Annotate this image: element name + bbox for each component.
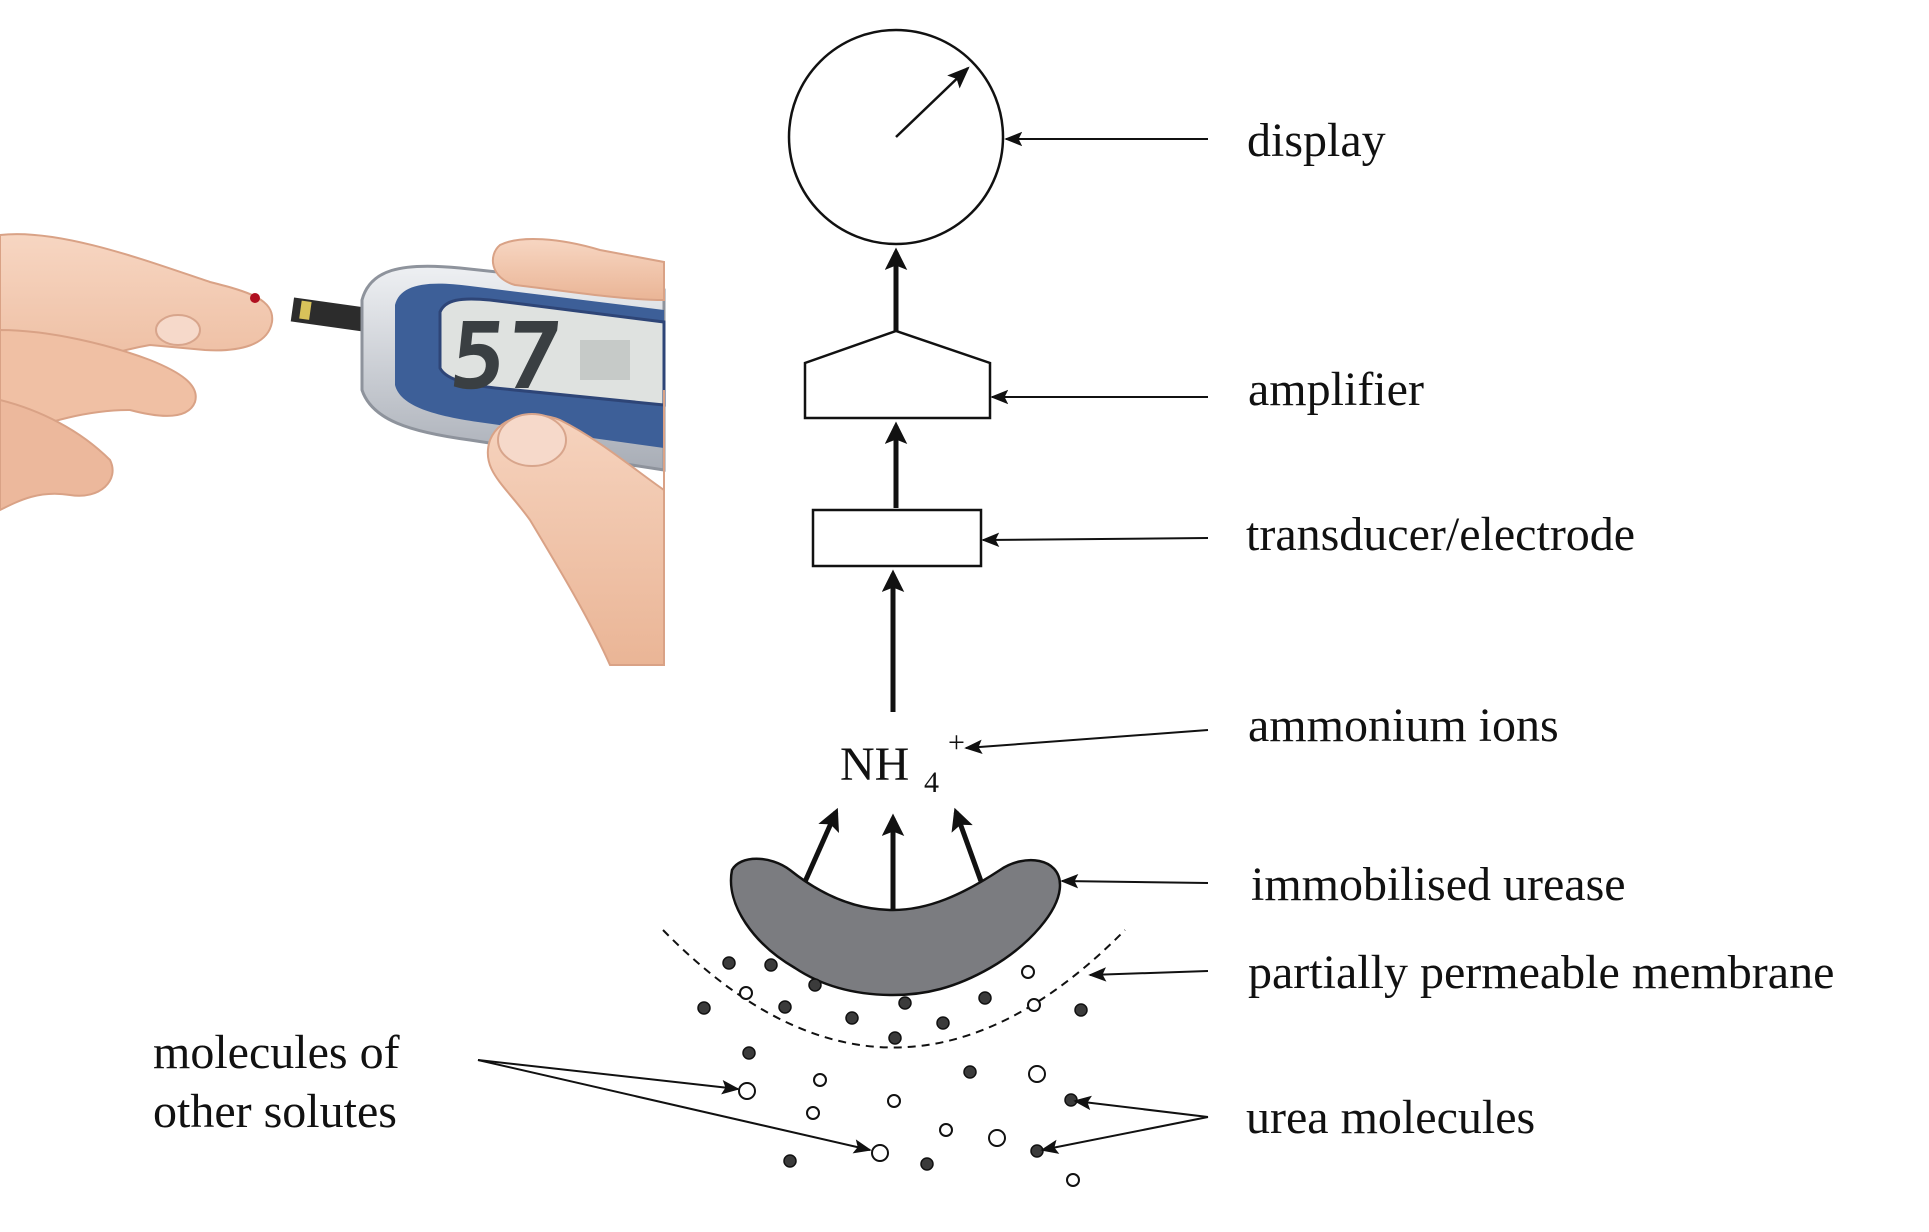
solute-molecule [806,1106,820,1120]
leader-membrane [1088,967,1209,982]
urea-molecule [778,1000,792,1014]
label-ammonium: ammonium ions [1248,699,1559,752]
urea-molecule [697,1001,711,1015]
urea-molecule [1074,1003,1088,1017]
leader-solutes-lower [477,1059,872,1154]
solute-molecule [1066,1173,1080,1187]
label-transducer: transducer/electrode [1246,508,1635,561]
solute-molecule [871,1144,889,1162]
formula-superscript: + [948,726,965,759]
label-display: display [1247,114,1386,167]
urea-molecule [978,991,992,1005]
amplifier-block [803,329,992,420]
svg-text:NH: NH [840,738,909,791]
solute-molecule [1027,998,1041,1012]
solute-molecule [887,1094,901,1108]
label-membrane: partially permeable membrane [1248,946,1834,999]
solute-molecule [939,1123,953,1137]
other-solute-molecules [738,965,1080,1187]
solute-molecule [813,1073,827,1087]
solute-molecule [738,1082,756,1100]
meter-lcd-reading: 57 [445,302,567,410]
membrane-arc [662,929,1126,1049]
transducer-block [811,508,983,568]
right-hand [486,238,665,666]
solute-molecule [1021,965,1035,979]
urea-molecule [888,1031,902,1045]
glucose-meter-photo: 57 [0,220,666,666]
leader-lines [477,131,1209,1154]
blood-drop [250,293,260,303]
urea-molecule [936,1016,950,1030]
urea-molecule [963,1065,977,1079]
leader-ammonium [964,729,1209,754]
formula-base: NH [840,738,909,791]
urea-molecule [845,1011,859,1025]
urea-molecule [920,1157,934,1171]
urea-molecule [764,958,778,972]
meter-body: 57 [360,264,666,472]
label-other-solutes-line2: other solutes [153,1085,397,1138]
left-hand [0,233,274,512]
leader-solutes-upper [477,1059,740,1095]
label-amplifier: amplifier [1248,363,1424,416]
leader-urease [1060,874,1209,889]
arrow-urease-left [801,807,839,886]
formula-subscript: 4 [924,766,939,799]
urea-molecule [1030,1144,1044,1158]
display-dial [787,28,1005,246]
label-urease: immobilised urease [1251,858,1626,911]
label-urea: urea molecules [1246,1091,1535,1144]
solute-molecule [988,1129,1006,1147]
leader-urea-lower [1040,1116,1209,1154]
leader-transducer [981,532,1209,548]
leader-urea-upper [1073,1095,1209,1118]
arrow-urease-right [951,807,985,885]
urea-molecule [808,978,822,992]
urease-shape [729,857,1062,997]
test-strip [290,297,374,333]
solute-molecule [739,986,753,1000]
dial-needle [895,66,970,138]
label-other-solutes-line1: molecules of [153,1026,400,1079]
solute-molecule [1028,1065,1046,1083]
urea-molecule [742,1046,756,1060]
ammonium-formula: NH 4 + [840,726,965,799]
urea-molecule [898,996,912,1010]
urea-molecule [722,956,736,970]
urea-molecule [783,1154,797,1168]
labels: display amplifier transducer/electrode a… [153,114,1834,1144]
urea-molecule [1064,1093,1078,1107]
